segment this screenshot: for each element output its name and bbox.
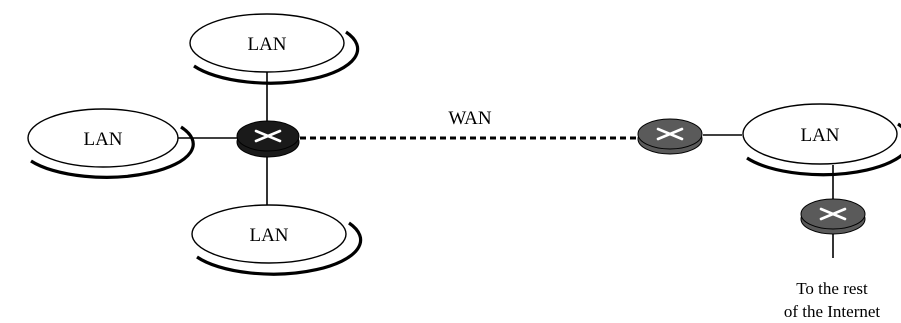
router-internet bbox=[800, 198, 866, 235]
lan-right: LAN bbox=[742, 103, 901, 177]
router-x-icon bbox=[254, 129, 282, 143]
router-remote bbox=[637, 118, 703, 155]
lan-left-label: LAN bbox=[83, 129, 122, 150]
lan-right-label: LAN bbox=[800, 125, 839, 146]
router-central bbox=[236, 120, 300, 158]
internet-label-line2: of the Internet bbox=[784, 302, 881, 321]
wan-label: WAN bbox=[448, 108, 492, 129]
lan-left: LAN bbox=[27, 108, 195, 179]
internet-label-line1: To the rest bbox=[796, 279, 868, 298]
lan-top-label: LAN bbox=[247, 34, 286, 55]
lan-bottom: LAN bbox=[191, 204, 363, 276]
router-x-icon bbox=[819, 207, 847, 221]
links bbox=[177, 70, 834, 258]
lan-bottom-label: LAN bbox=[249, 225, 288, 246]
lan-top: LAN bbox=[189, 13, 360, 85]
router-x-icon bbox=[656, 127, 684, 141]
